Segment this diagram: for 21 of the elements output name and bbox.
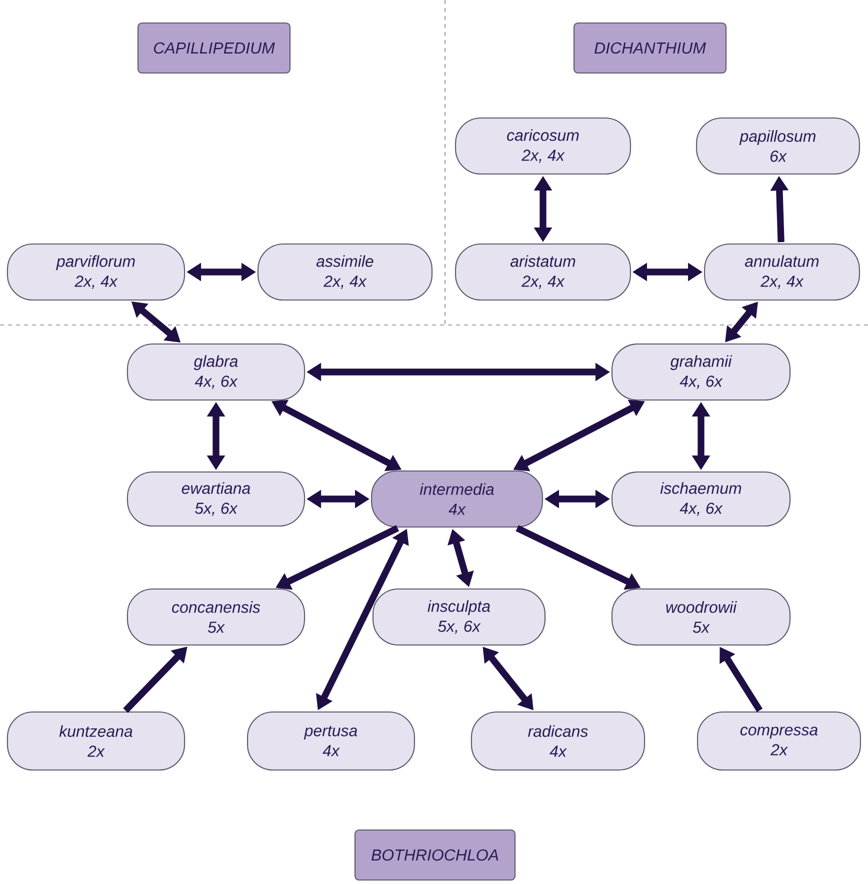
species-box: aristatum 2x, 4x (455, 243, 631, 301)
species-box: insculpta 5x, 6x (372, 588, 546, 646)
species-box: ischaemum 4x, 6x (611, 471, 791, 527)
species-box: radicans 4x (470, 711, 646, 771)
species-box: ewartiana 5x, 6x (126, 471, 306, 527)
species-box: annulatum 2x, 4x (704, 243, 860, 301)
genus-box: CAPILLIPEDIUM (137, 22, 291, 74)
species-box: parviflorum 2x, 4x (6, 243, 186, 301)
species-box: caricosum 2x, 4x (455, 117, 631, 175)
species-box: woodrowii 5x (611, 588, 791, 646)
species-box: glabra 4x, 6x (126, 343, 306, 401)
species-box: kuntzeana 2x (6, 711, 186, 771)
species-box: assimile 2x, 4x (257, 243, 433, 301)
species-box: papillosum 6x (696, 117, 860, 175)
species-box: concanensis 5x (126, 588, 306, 646)
species-box: compressa 2x (697, 711, 861, 771)
genus-box: BOTHRIOCHLOA (354, 829, 516, 881)
genus-box: DICHANTHIUM (573, 22, 727, 74)
species-box: pertusa 4x (247, 711, 415, 771)
species-box: grahamii 4x, 6x (611, 343, 791, 401)
species-box: intermedia 4x (371, 470, 543, 528)
